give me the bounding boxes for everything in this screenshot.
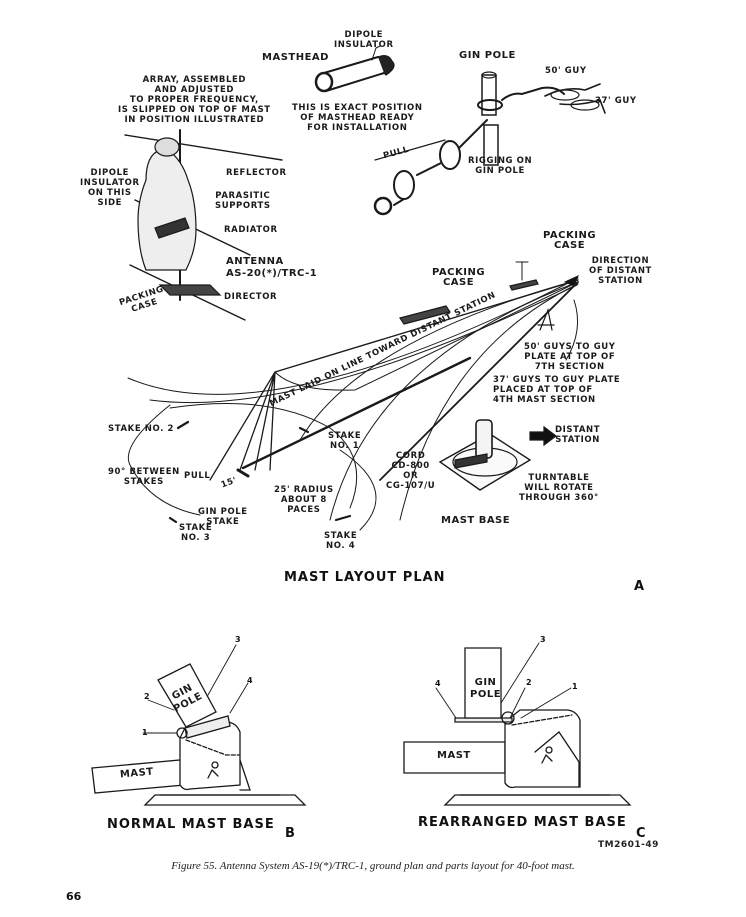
label-masthead: MASTHEAD [262,52,329,63]
mast-base-drawing [438,419,557,491]
gin-pole-rigging-drawing [373,71,606,216]
panel-b-callout-2: 2 [144,692,150,701]
label-radius: 25' RADIUS ABOUT 8 PACES [274,485,334,515]
packing-case-drawings [399,261,539,325]
label-cord: CORD CD-800 OR CG-107/U [386,451,436,491]
label-director: DIRECTOR [224,292,278,302]
rearranged-mast-base-drawing [403,642,632,806]
label-radiator: RADIATOR [224,225,278,235]
normal-mast-base-drawing [91,644,307,806]
label-between-stakes: 90° BETWEEN STAKES [108,467,180,487]
antenna-array-drawing [124,129,283,321]
label-packing-case-right: PACKING CASE [543,230,597,251]
panel-a-letter: A [634,579,645,594]
label-guy-37: 37' GUY [595,96,637,106]
label-rigging: RIGGING ON GIN POLE [468,156,533,176]
label-guys-50-note: 50' GUYS TO GUY PLATE AT TOP OF 7TH SECT… [524,342,616,372]
panel-b-title: NORMAL MAST BASE [107,817,275,832]
label-dipole-side: DIPOLE INSULATOR ON THIS SIDE [80,168,140,208]
masthead-drawing [314,45,395,93]
label-dipole-insulator: DIPOLE INSULATOR [334,30,394,50]
panel-b-callout-4: 4 [247,676,253,685]
label-reflector: REFLECTOR [226,168,287,178]
page-number: 66 [66,890,82,903]
label-stake-4: STAKE NO. 4 [324,531,358,551]
panel-c-title: REARRANGED MAST BASE [418,815,627,830]
label-pull-bottom: PULL [184,471,211,481]
label-stake-3: STAKE NO. 3 [179,523,213,543]
tm-number: TM2601-49 [598,840,659,850]
panel-b-callout-3: 3 [235,635,241,644]
guy-lines [127,275,579,531]
label-gin-pole-stake: GIN POLE STAKE [198,507,248,527]
label-gin-pole: GIN POLE [459,50,516,61]
label-turntable: TURNTABLE WILL ROTATE THROUGH 360° [519,473,599,503]
panel-c-callout-1: 1 [572,682,578,691]
label-antenna: ANTENNA AS-20(*)/TRC-1 [226,256,318,279]
panel-c-callout-2: 2 [526,678,532,687]
panel-b-callout-1: 1 [142,728,148,737]
panel-c-gin-pole-label: GIN POLE [470,677,502,700]
label-distant-station: DISTANT STATION [555,425,601,445]
stake-marks [168,420,352,524]
label-array-note: ARRAY, ASSEMBLED AND ADJUSTED TO PROPER … [118,75,271,125]
label-guys-37-note: 37' GUYS TO GUY PLATE PLACED AT TOP OF 4… [493,375,621,405]
label-packing-case-mid: PACKING CASE [432,267,486,288]
panel-c-callout-4: 4 [435,679,441,688]
panel-c-callout-3: 3 [540,635,546,644]
label-stake-1: STAKE NO. 1 [328,431,362,451]
label-guy-50: 50' GUY [545,66,587,76]
label-stake-2: STAKE NO. 2 [108,424,175,434]
panel-c-letter: C [636,826,646,841]
label-direction-distant-station: DIRECTION OF DISTANT STATION [589,256,652,286]
label-mast-base: MAST BASE [441,515,511,526]
label-masthead-position: THIS IS EXACT POSITION OF MASTHEAD READY… [292,103,423,133]
panel-b-letter: B [285,826,295,841]
panel-a-title: MAST LAYOUT PLAN [284,570,446,585]
figure-caption: Figure 55. Antenna System AS-19(*)/TRC-1… [171,860,575,872]
panel-c-mast-label: MAST [437,750,471,761]
label-parasitic-supports: PARASITIC SUPPORTS [215,191,271,211]
